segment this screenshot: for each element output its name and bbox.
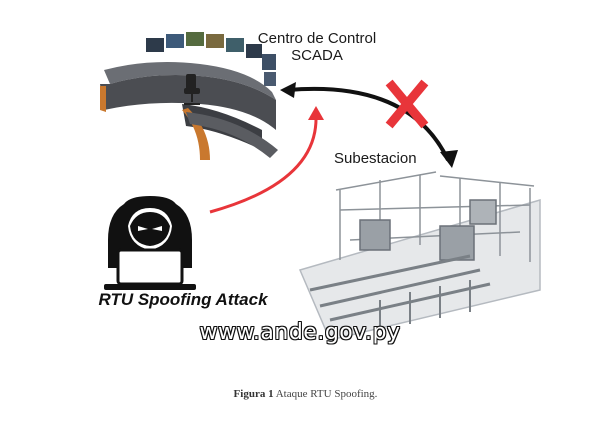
attack-label: RTU Spoofing Attack bbox=[98, 290, 268, 309]
desk-top bbox=[104, 62, 276, 100]
console-accent-left bbox=[100, 86, 106, 112]
caption-prefix: Figura 1 bbox=[233, 388, 274, 400]
scada-label: Centro de Control SCADA bbox=[232, 30, 402, 64]
scada-control-room-icon bbox=[100, 32, 278, 160]
hacker-icon bbox=[104, 196, 196, 290]
spoofing-attack-arrow bbox=[209, 106, 324, 214]
substation-icon bbox=[298, 171, 541, 341]
watermark-url: www.ande.gov.py bbox=[199, 320, 401, 345]
console-accent-front bbox=[182, 108, 210, 160]
caption-text: Ataque RTU Spoofing. bbox=[275, 388, 378, 400]
substation-label: Subestacion bbox=[334, 150, 417, 167]
scada-substation-link-arrow bbox=[280, 82, 458, 168]
scada-label-line1: Centro de Control bbox=[257, 30, 377, 47]
scada-label-line2: SCADA bbox=[291, 47, 343, 64]
blocked-link-x-icon bbox=[385, 79, 429, 129]
monitor-wall bbox=[146, 32, 276, 86]
figure-caption: Figura 1 Ataque RTU Spoofing. bbox=[120, 388, 491, 400]
attack-arrowhead bbox=[308, 106, 324, 120]
arrowhead-down bbox=[440, 150, 458, 168]
arrowhead-left bbox=[280, 82, 296, 98]
laptop-icon bbox=[116, 248, 184, 286]
operator-chair bbox=[184, 74, 200, 105]
desk-body bbox=[100, 75, 276, 130]
